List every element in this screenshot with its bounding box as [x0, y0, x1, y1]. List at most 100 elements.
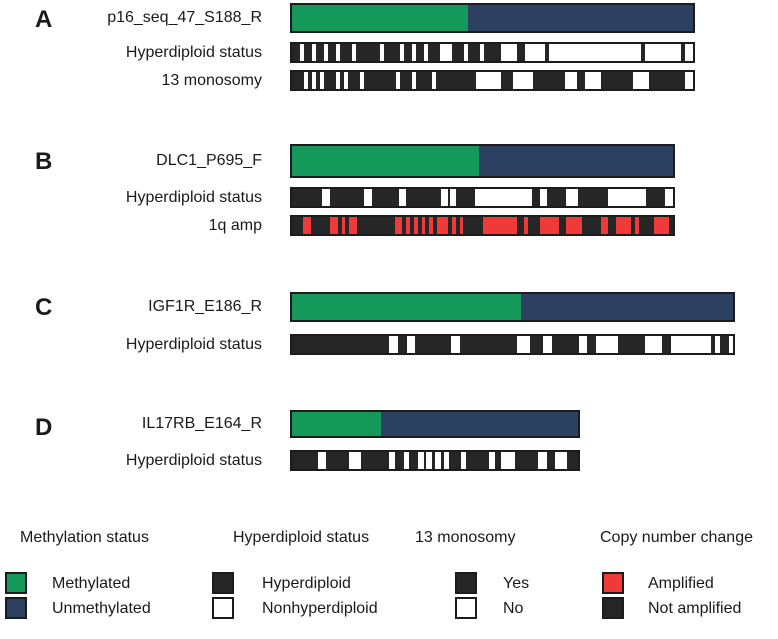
track-block: [662, 336, 672, 353]
track-block: [500, 72, 513, 89]
track-block: [544, 44, 549, 61]
gene-label: p16_seq_47_S188_R: [107, 9, 262, 26]
panel-letter: C: [35, 294, 53, 321]
track-block: [292, 44, 301, 61]
track-block: [577, 189, 609, 206]
track-block: [484, 44, 501, 61]
track-block: [459, 336, 517, 353]
track-block: [413, 217, 418, 234]
track-block: [328, 44, 337, 61]
track-block: [566, 452, 578, 469]
legend-title: Hyperdiploid status: [233, 529, 370, 546]
track-block: [308, 72, 313, 89]
status-track: [290, 450, 580, 471]
track-block: [416, 72, 433, 89]
track-label: Hyperdiploid status: [125, 451, 262, 469]
panel-letter: A: [35, 6, 53, 33]
methylation-bar: [290, 3, 695, 33]
methylated-segment: [292, 5, 469, 31]
track-block: [423, 452, 427, 469]
legend-swatch: [212, 597, 234, 619]
legend-swatch: [602, 572, 624, 594]
track-block: [634, 217, 639, 234]
status-track: [290, 334, 735, 355]
track-block: [587, 336, 597, 353]
track-block: [648, 72, 685, 89]
track-block: [292, 452, 318, 469]
track-block: [406, 217, 411, 234]
track-block: [340, 44, 353, 61]
track-block: [348, 72, 361, 89]
track-block: [330, 217, 338, 234]
track-block: [466, 452, 490, 469]
track-block: [546, 452, 556, 469]
track-block: [547, 189, 567, 206]
track-block: [516, 44, 525, 61]
track-block: [292, 72, 305, 89]
track-block: [710, 336, 716, 353]
track-block: [292, 189, 323, 206]
track-block: [416, 44, 425, 61]
legend-label: Yes: [503, 575, 530, 592]
legend-label: Amplified: [648, 575, 714, 592]
status-track: [290, 187, 675, 208]
track-block: [341, 217, 346, 234]
legend-label: Hyperdiploid: [262, 575, 351, 592]
track-block: [415, 336, 451, 353]
track-block: [600, 72, 633, 89]
status-track: [290, 70, 695, 91]
panel-letter: D: [35, 414, 53, 441]
track-block: [532, 189, 540, 206]
track-block: [449, 452, 461, 469]
track-block: [360, 452, 390, 469]
legend-label: Methylated: [52, 575, 131, 592]
track-block: [406, 189, 441, 206]
track-block: [304, 44, 313, 61]
track-block: [515, 452, 538, 469]
track-block: [432, 452, 435, 469]
track-block: [316, 72, 321, 89]
track-block: [292, 336, 390, 353]
track-block: [495, 452, 501, 469]
track-block: [566, 217, 582, 234]
track-label: Hyperdiploid status: [125, 335, 262, 353]
gene-label: IL17RB_E164_R: [141, 415, 262, 432]
track-block: [364, 72, 397, 89]
track-block: [482, 217, 517, 234]
track-block: [524, 217, 529, 234]
legend-swatch: [455, 572, 477, 594]
track-block: [719, 336, 729, 353]
methylated-segment: [292, 412, 381, 436]
track-block: [618, 336, 645, 353]
track-block: [394, 217, 403, 234]
track-block: [646, 189, 666, 206]
track-block: [409, 452, 418, 469]
track-block: [653, 217, 670, 234]
gene-label: DLC1_P695_F: [156, 152, 262, 169]
track-block: [455, 189, 475, 206]
track-block: [326, 452, 350, 469]
track-label: Hyperdiploid status: [125, 188, 262, 206]
track-block: [316, 44, 325, 61]
track-block: [303, 217, 312, 234]
legend-swatch: [5, 572, 27, 594]
track-block: [552, 336, 579, 353]
track-block: [421, 217, 426, 234]
track-label: 1q amp: [208, 216, 262, 234]
legend-title: 13 monosomy: [415, 529, 516, 546]
track-block: [468, 44, 481, 61]
track-block: [372, 189, 399, 206]
track-label: 13 monosomy: [161, 71, 263, 89]
legend-title: Methylation status: [20, 529, 149, 546]
track-block: [530, 336, 544, 353]
legend-swatch: [5, 597, 27, 619]
methylated-segment: [292, 294, 522, 320]
track-block: [429, 217, 433, 234]
track-block: [459, 217, 464, 234]
methylation-bar: [290, 410, 580, 438]
legend-label: Nonhyperdiploid: [262, 600, 378, 617]
track-block: [394, 452, 404, 469]
legend-swatch: [455, 597, 477, 619]
track-block: [400, 72, 413, 89]
legend-swatch: [212, 572, 234, 594]
